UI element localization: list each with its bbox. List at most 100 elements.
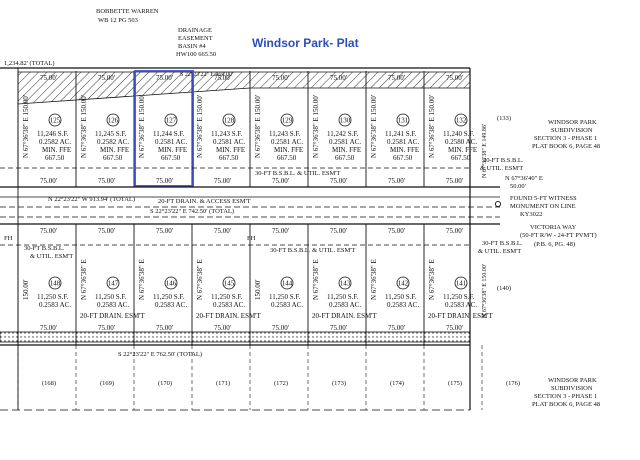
lot-ffe-elev: 667.50 [219, 154, 239, 162]
lot-side-bearing: N 67°36'38" E [312, 259, 320, 300]
bottom-lot-label: (176) [506, 380, 520, 387]
drainage-label-2: EASEMENT [178, 35, 213, 42]
lot-side-bearing: N 67°36'38" E [428, 259, 436, 300]
fire-hydrant-left: FH [4, 235, 13, 242]
bottom-lots: (168)(169)(170)(171)(172)(173)(174)(175)… [17, 345, 520, 410]
bsbl-lower-left-2: & UTIL. ESM'T [30, 253, 73, 260]
lot-area-sf: 11,242 S.F. [327, 130, 359, 138]
lot-number: 148 [50, 280, 61, 288]
bottom-lot: (175) [423, 345, 462, 410]
lot-143-rear-dim: 75.00' [330, 324, 347, 332]
subdiv-lower-3: SECTION 3 - PHASE 1 [534, 393, 597, 400]
drainage-label-4: HW100 665.50 [176, 51, 216, 58]
subdiv-upper-2: SUBDIVISION [551, 127, 593, 134]
lot-number: 127 [166, 117, 177, 125]
lot-side-bearing: N 67°36'38" E [370, 259, 378, 300]
lot-ffe-elev: 667.50 [45, 154, 65, 162]
lot-area-sf: 11,250 S.F. [211, 293, 243, 301]
lot-side-bearing: N 67°36'38" E 150.00' [370, 95, 378, 158]
lot-min-ffe: MIN. FFE [216, 146, 245, 154]
lot-side-bearing: N 67°36'38" E 150.00' [254, 95, 262, 158]
lot-area-sf: 11,250 S.F. [443, 293, 475, 301]
lot-148-rear-dim: 75.00' [40, 324, 57, 332]
bottom-lot: (173) [307, 345, 346, 410]
lot-128-rear-dim: 75.00' [214, 177, 231, 185]
bottom-lot-label: (170) [158, 380, 172, 387]
road-bearing-1: N 22°23'22" W 913.94' (TOTAL) [48, 196, 135, 203]
lot-number: 126 [108, 117, 119, 125]
right-lot-lower: (140) [497, 285, 511, 292]
lot-ffe-elev: 667.50 [335, 154, 355, 162]
lot-area-ac: 0.2583 AC. [39, 301, 71, 309]
lot-area-ac: 0.2583 AC. [97, 301, 129, 309]
top-easement-bearing: S 22°23'22" E 469.00' [180, 71, 233, 78]
lot-141-rear-dim: 75.00' [446, 324, 463, 332]
bottom-lot: (169) [75, 345, 114, 410]
lot-ffe-elev: 667.50 [277, 154, 297, 162]
lot-number: 143 [340, 280, 351, 288]
subdiv-upper-1: WINDSOR PARK [548, 119, 597, 126]
corner-bearing-1: N 67°36'40" E [505, 175, 543, 182]
lot-side-bearing: N 67°36'38" E [138, 259, 146, 300]
lot-127-rear-dim: 75.00' [156, 177, 173, 185]
lot-area-ac: 0.2581 AC. [155, 138, 187, 146]
lot-144-front-dim: 75.00' [272, 227, 289, 235]
bottom-lot: (176) [481, 345, 520, 410]
lot-drain-esmt: 20-FT DRAIN. ESM'T [80, 312, 145, 320]
lot-number: 147 [108, 280, 119, 288]
lot-drain-esmt: 20-FT DRAIN. ESM'T [196, 312, 261, 320]
lot-side-bearing: N 67°36'38" E 150.00' [80, 95, 88, 158]
plat-title: Windsor Park- Plat [252, 36, 359, 50]
lot-126-rear-dim: 75.00' [98, 177, 115, 185]
corner-bearing-2: 50.00' [510, 183, 526, 190]
lot-area-sf: 11,243 S.F. [269, 130, 301, 138]
bottom-lot: (168) [17, 345, 56, 410]
lot-number: 141 [456, 280, 467, 288]
lot-ffe-elev: 667.50 [393, 154, 413, 162]
lot-area-ac: 0.2581 AC. [329, 138, 361, 146]
lot-side-bearing: N 67°36'38" E [196, 259, 204, 300]
lot-142-rear-dim: 75.00' [388, 324, 405, 332]
lot-area-ac: 0.2583 AC. [155, 301, 187, 309]
owner-name: BOBBETTE WARREN [96, 8, 159, 15]
lot-129-front-dim: 75.00' [272, 74, 289, 82]
monument-3: KY3022 [520, 211, 542, 218]
lot-side-bearing: N 67°36'38" E 150.00' [138, 95, 146, 158]
lot-ffe-elev: 667.50 [103, 154, 123, 162]
lot-area-ac: 0.2583 AC. [213, 301, 245, 309]
bottom-lot: (172) [249, 345, 288, 410]
lot-min-ffe: MIN. FFE [390, 146, 419, 154]
bsbl-right-upper-2: & UTIL. ESM'T [480, 165, 523, 172]
bottom-lot-label: (173) [332, 380, 346, 387]
bsbl-right-lower-1: 30-FT B.S.B.L. [482, 240, 523, 247]
fire-hydrant-right: FH [247, 235, 256, 242]
lot-number: 125 [50, 117, 61, 125]
right-lot-upper: (133) [497, 115, 511, 122]
lot-146-front-dim: 75.00' [156, 227, 173, 235]
lot-min-ffe: MIN. FFE [158, 146, 187, 154]
monument-1: FOUND 5-FT WITNESS [510, 195, 577, 202]
lot-area-ac: 0.2583 AC. [445, 301, 477, 309]
subdiv-upper-3: SECTION 3 - PHASE 1 [534, 135, 597, 142]
lot-141-front-dim: 75.00' [446, 227, 463, 235]
lot-drain-esmt: 20-FT DRAIN. ESM'T [312, 312, 377, 320]
lot-number: 128 [224, 117, 235, 125]
lot-130-front-dim: 75.00' [330, 74, 347, 82]
lot-number: 129 [282, 117, 293, 125]
lot-ffe-elev: 667.50 [451, 154, 471, 162]
lot-125-front-dim: 75.00' [40, 74, 57, 82]
bottom-lot-label: (168) [42, 380, 56, 387]
lot-area-ac: 0.2581 AC. [213, 138, 245, 146]
drainage-label-3: BASIN #4 [178, 43, 206, 50]
right-bearing-upper: N 67°36'38" E 149.86' [481, 124, 488, 178]
lot-143-front-dim: 75.00' [330, 227, 347, 235]
